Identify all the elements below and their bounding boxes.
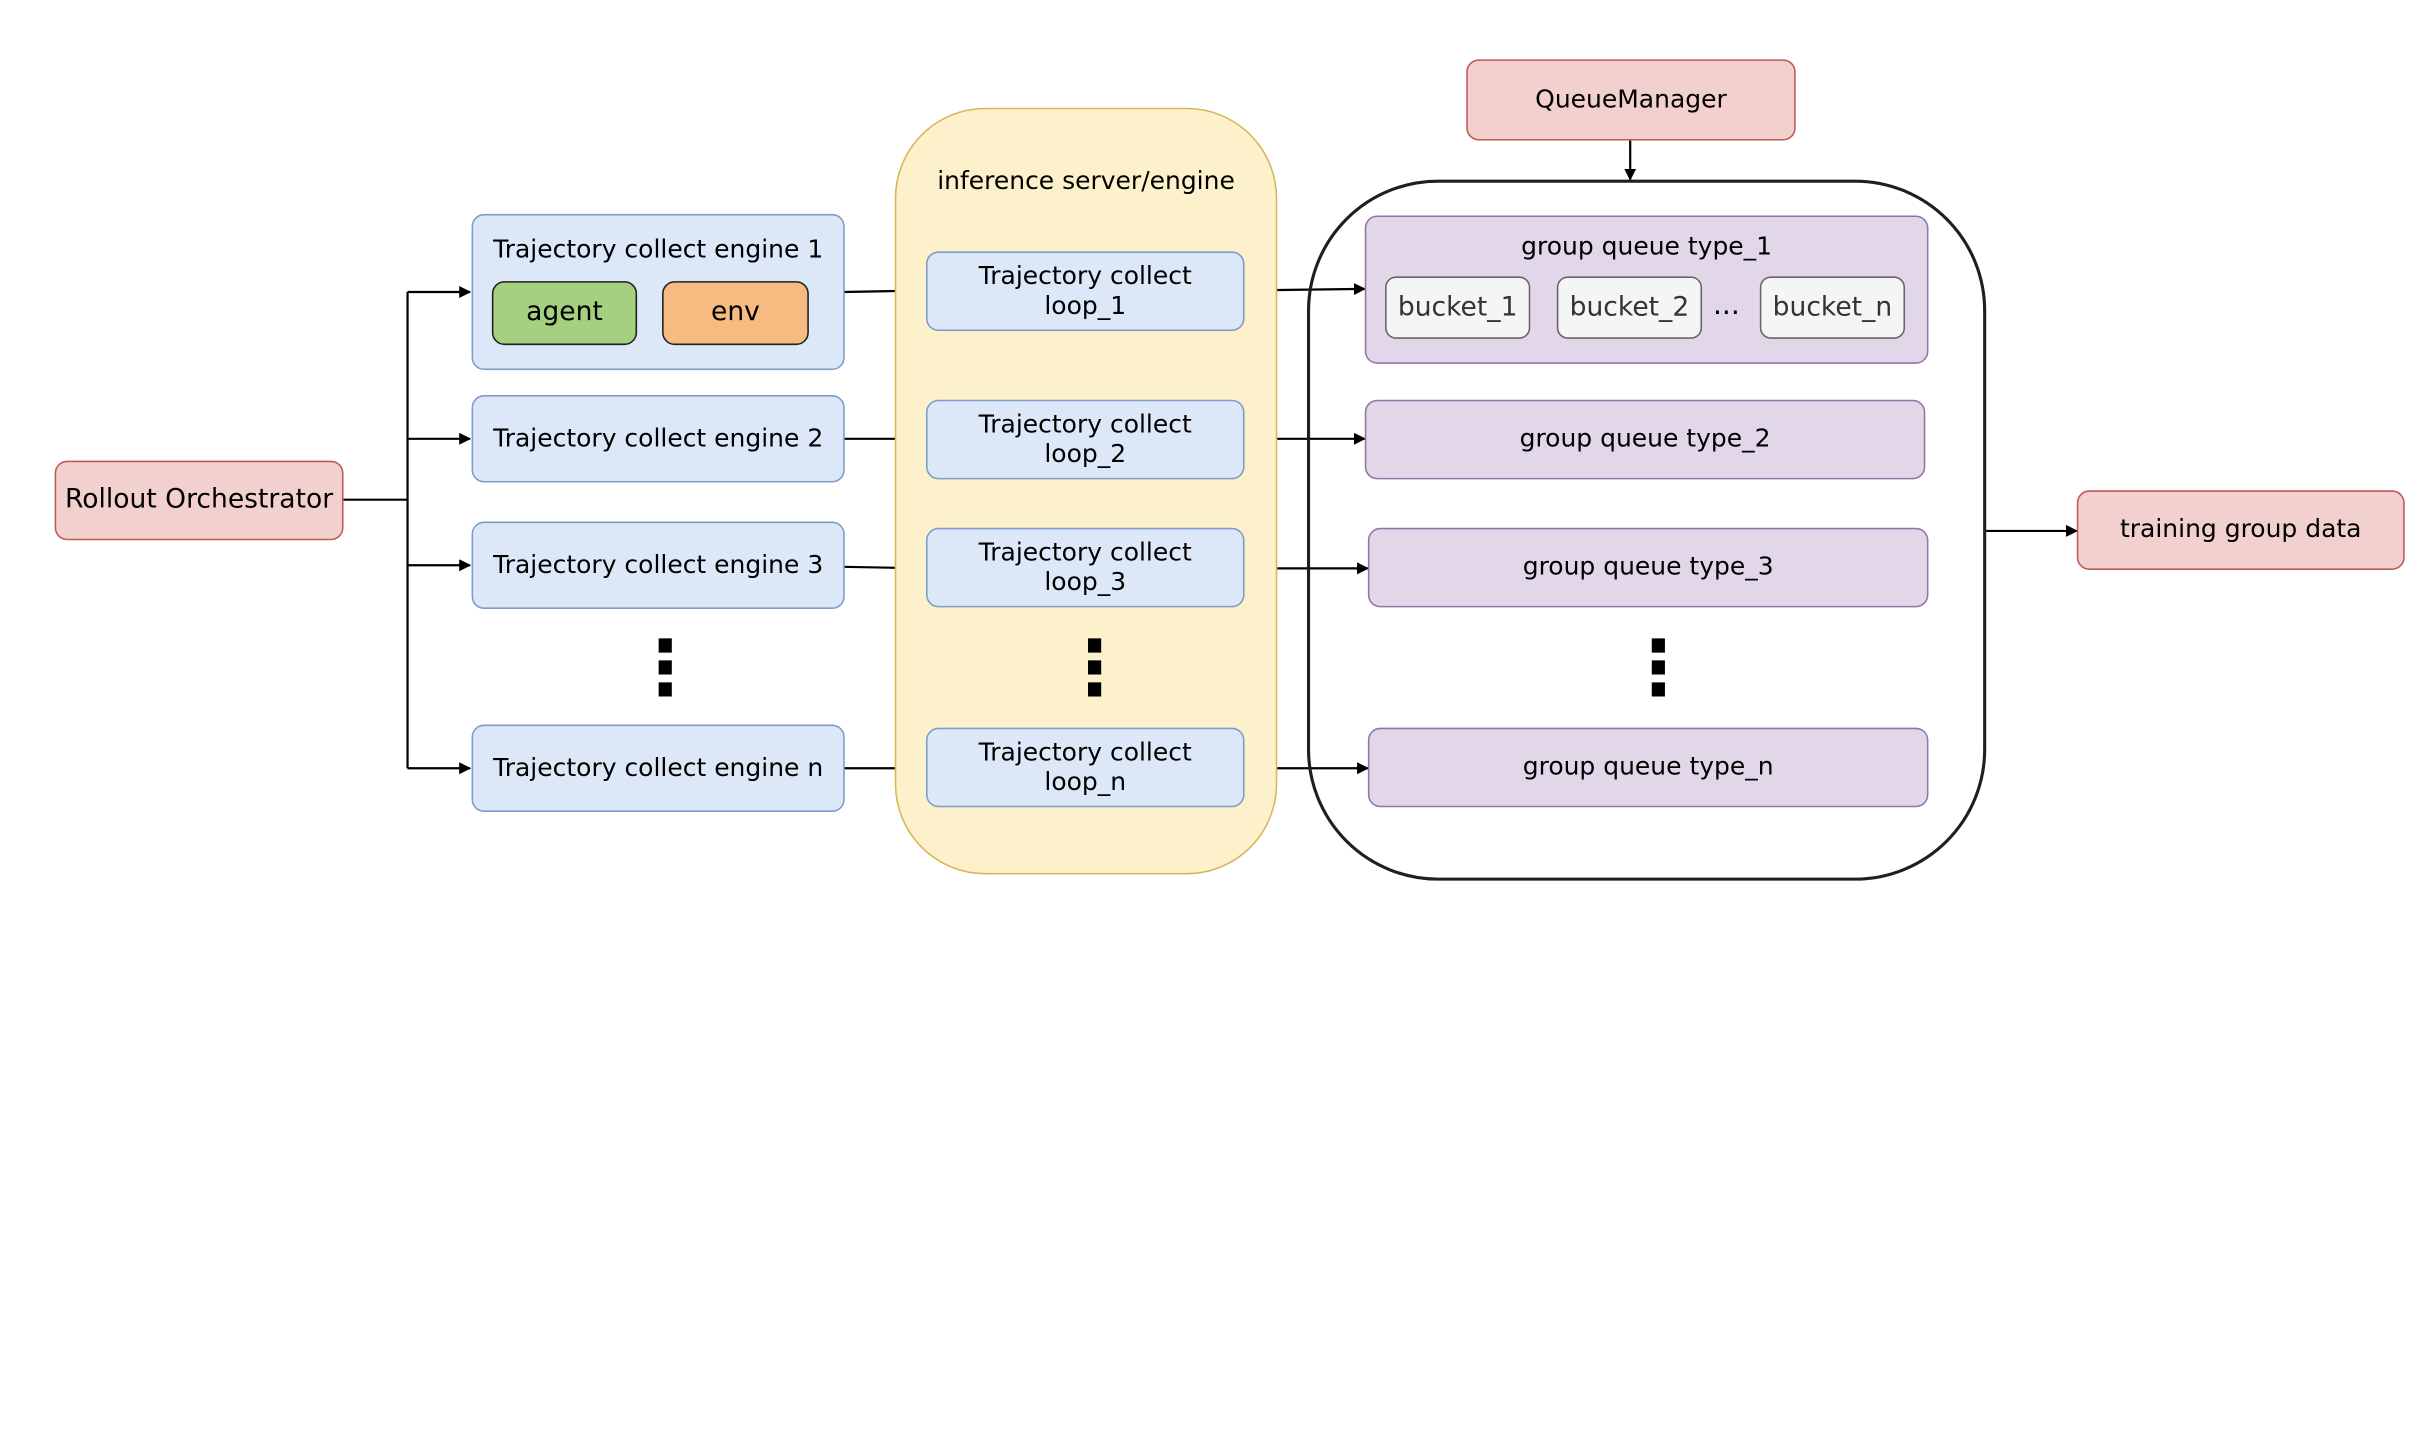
bucket-n-label: bucket_n: [1772, 291, 1893, 324]
training-group-data-box: training group data: [2076, 490, 2405, 570]
trajectory-loop-1-label: Trajectory collect loop_1: [978, 260, 1192, 320]
group-queue-type-n-label: group queue type_n: [1522, 751, 1774, 781]
rollout-orchestrator-box: Rollout Orchestrator: [54, 460, 344, 541]
trajectory-engine-n-label: Trajectory collect engine n: [493, 751, 824, 782]
inference-loop-ellipsis: ⋮: [1057, 624, 1133, 713]
bucket-2-label: bucket_2: [1569, 291, 1690, 324]
inference-server-label: inference server/engine: [937, 165, 1235, 196]
trajectory-engine-3-box: Trajectory collect engine 3: [471, 521, 845, 609]
group-queue-type-2-label: group queue type_2: [1519, 423, 1771, 453]
bucket-1-label: bucket_1: [1397, 291, 1518, 324]
trajectory-engine-3-label: Trajectory collect engine 3: [493, 548, 824, 579]
bucket-2-box: bucket_2: [1556, 276, 1703, 339]
group-queues-container: [1306, 179, 1987, 881]
group-queue-type-2-box: group queue type_2: [1364, 399, 1926, 480]
engine-list-ellipsis: ⋮: [627, 624, 703, 713]
agent-label: agent: [526, 297, 603, 329]
trajectory-loop-2-label: Trajectory collect loop_2: [978, 408, 1192, 468]
queue-manager-label: QueueManager: [1535, 83, 1727, 114]
trajectory-loop-2-box: Trajectory collect loop_2: [925, 399, 1245, 480]
training-group-data-label: training group data: [2119, 513, 2362, 544]
agent-box: agent: [491, 281, 638, 346]
bucket-n-box: bucket_n: [1759, 276, 1906, 339]
bucket-ellipsis: ...: [1712, 288, 1740, 322]
trajectory-engine-1-label: Trajectory collect engine 1: [493, 234, 824, 264]
trajectory-engine-n-box: Trajectory collect engine n: [471, 724, 845, 812]
trajectory-loop-n-label: Trajectory collect loop_n: [978, 736, 1192, 796]
trajectory-engine-2-box: Trajectory collect engine 2: [471, 395, 845, 483]
group-queue-type-1-label: group queue type_1: [1521, 231, 1773, 261]
env-label: env: [711, 297, 760, 329]
trajectory-engine-2-label: Trajectory collect engine 2: [493, 422, 824, 453]
group-queue-type-n-box: group queue type_n: [1367, 727, 1929, 808]
group-queue-type-3-label: group queue type_3: [1522, 551, 1774, 581]
trajectory-loop-3-box: Trajectory collect loop_3: [925, 527, 1245, 608]
trajectory-loop-n-box: Trajectory collect loop_n: [925, 727, 1245, 808]
bucket-1-box: bucket_1: [1385, 276, 1531, 339]
group-queue-type-3-box: group queue type_3: [1367, 527, 1929, 608]
group-queue-ellipsis: ⋮: [1620, 624, 1696, 713]
trajectory-loop-1-box: Trajectory collect loop_1: [925, 251, 1245, 332]
trajectory-loop-3-label: Trajectory collect loop_3: [978, 536, 1192, 596]
queue-manager-box: QueueManager: [1466, 59, 1796, 141]
rollout-orchestrator-label: Rollout Orchestrator: [65, 484, 334, 517]
env-box: env: [662, 281, 809, 346]
